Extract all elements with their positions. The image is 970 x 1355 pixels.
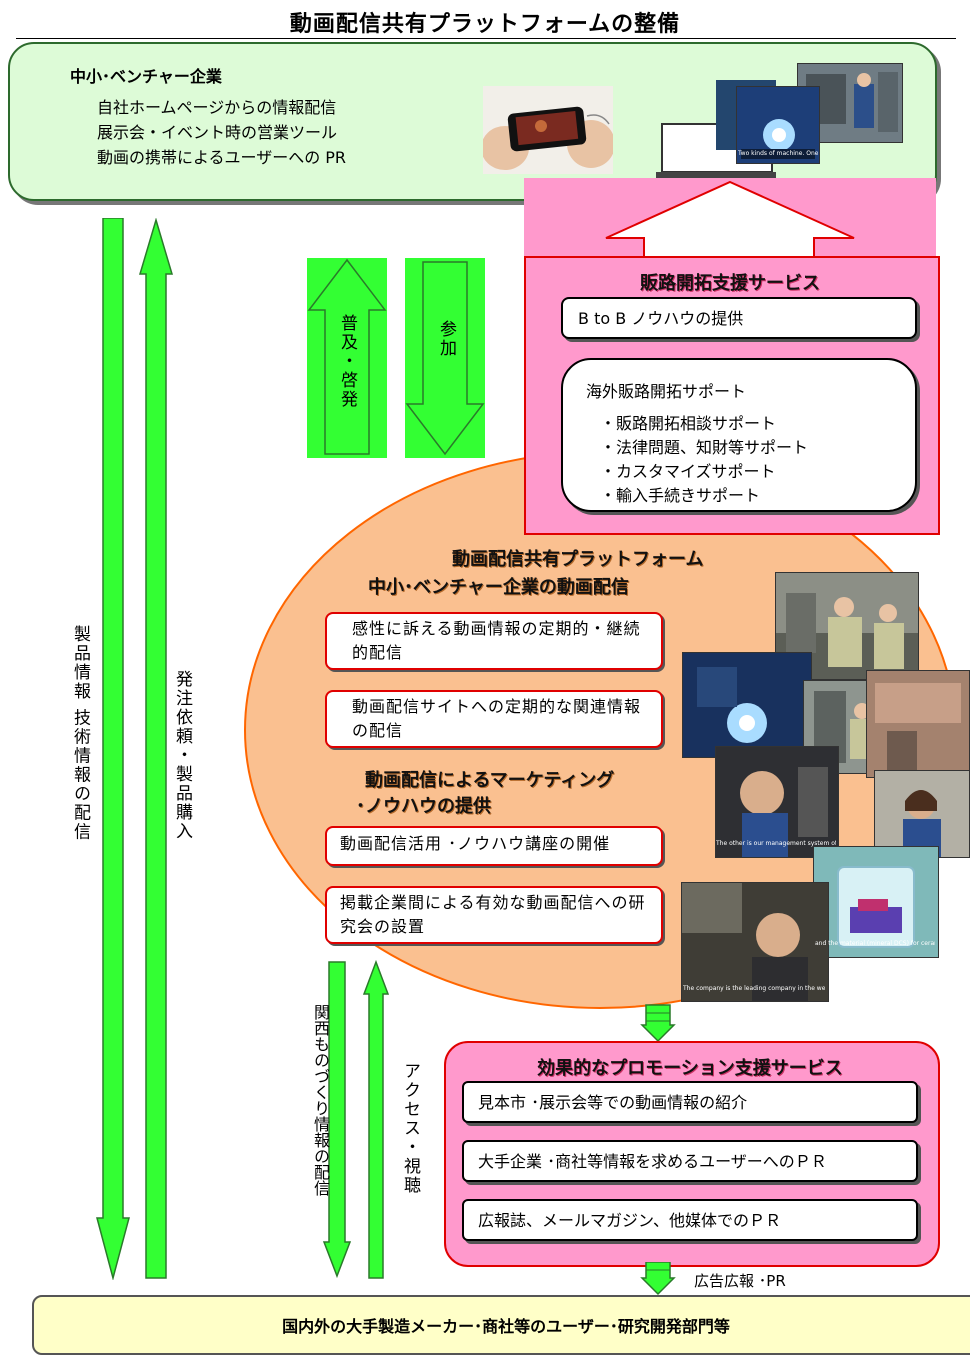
smartphone-hands-image	[483, 86, 613, 174]
office-worker-photo	[874, 770, 970, 858]
platform-item-1-box	[325, 612, 663, 670]
to-promotion-arrow	[640, 1004, 676, 1043]
title-underline	[16, 38, 956, 39]
marketing-item-2: 掲載企業間による有効な動画配信への研究会の設置	[340, 893, 646, 936]
overseas-title: 海外販路開拓サポート	[586, 382, 747, 401]
marketing-item-2-box	[325, 886, 663, 944]
overseas-support-box	[561, 358, 917, 512]
sme-line-1: 自社ホームページからの情報配信	[97, 98, 337, 117]
sme-line-3: 動画の携帯によるユーザーへの PR	[97, 148, 347, 167]
advertising-label: 広告広報 ･PR	[694, 1272, 786, 1290]
platform-subheading: 中小･ベンチャー企業の動画配信	[368, 577, 629, 598]
access-up-arrow	[362, 960, 390, 1279]
participation-label: 参加	[436, 320, 456, 358]
order-purchase-label: 発注依頼・製品購入	[172, 670, 192, 841]
marketing-item-1-box	[325, 826, 663, 866]
page-title: 動画配信共有プラットフォームの整備	[289, 12, 681, 37]
promotion-item-2: 大手企業 ･商社等情報を求めるユーザーへのＰＲ	[478, 1152, 827, 1171]
kansai-info-label: 関西ものづくり情報の配信	[311, 1004, 330, 1196]
promotion-item-1: 見本市 ･展示会等での動画情報の紹介	[478, 1093, 748, 1112]
promotion-item-2-box	[462, 1140, 918, 1182]
overseas-item-4: ・輸入手続きサポート	[600, 486, 761, 505]
participation-down-arrow	[405, 261, 485, 456]
promotion-item-3-box	[462, 1199, 918, 1241]
kansai-info-down-arrow	[322, 961, 352, 1279]
pink-up-arrow-background	[524, 178, 936, 258]
marketing-subheading: ･ノウハウの提供	[356, 796, 491, 817]
promotion-heading: 効果的なプロモーション支援サービス	[537, 1058, 843, 1079]
overseas-item-1: ・販路開拓相談サポート	[600, 414, 777, 433]
interview-photo	[681, 882, 829, 1002]
marketing-heading: 動画配信によるマーケティング	[365, 770, 615, 791]
product-info-down-arrow	[96, 218, 130, 1280]
promotion-item-1-box	[462, 1081, 918, 1123]
glass-product-photo	[813, 846, 939, 958]
sales-support-heading: 販路開拓支援サービス	[640, 273, 820, 294]
order-purchase-up-arrow	[138, 218, 174, 1279]
btob-box	[561, 297, 917, 339]
end-users-label: 国内外の大手製造メーカー･商社等のユーザー･研究開発部門等	[282, 1317, 730, 1336]
factory-photo-top-2	[736, 86, 820, 164]
platform-item-2-box	[325, 690, 663, 748]
sme-line-2: 展示会・イベント時の営業ツール	[97, 123, 338, 142]
product-info-label: 製品情報 技術情報の配信	[70, 625, 90, 842]
platform-item-2: 動画配信サイトへの定期的な関連情報の配信	[352, 697, 642, 740]
promotion-item-3: 広報誌、メールマガジン、他媒体でのＰＲ	[478, 1211, 782, 1230]
glass-caption: and the material (mineral DCS) for ceram…	[815, 940, 935, 947]
factory-photo-interior	[866, 670, 970, 778]
engineer-caption: The other is our management system of la…	[716, 840, 836, 847]
awareness-label: 普及・啓発	[337, 314, 357, 409]
welding-photo	[682, 652, 812, 758]
access-label: アクセス・視聴	[400, 1062, 420, 1195]
laptop-caption: Two kinds of machine. One is for welding…	[738, 150, 818, 157]
interview-caption: The company is the leading company in th…	[683, 985, 825, 992]
engineer-photo	[715, 746, 839, 858]
marketing-item-1: 動画配信活用 ･ノウハウ講座の開催	[340, 834, 611, 853]
platform-heading: 動画配信共有プラットフォーム	[452, 549, 704, 570]
awareness-up-arrow	[307, 258, 387, 455]
btob-label: B to B ノウハウの提供	[578, 309, 744, 328]
platform-item-1: 感性に訴える動画情報の定期的・継続的配信	[352, 619, 641, 662]
advertising-down-arrow	[640, 1262, 676, 1296]
sme-heading: 中小･ベンチャー企業	[70, 67, 222, 86]
overseas-item-2: ・法律問題、知財等サポート	[600, 438, 809, 457]
overseas-item-3: ・カスタマイズサポート	[600, 462, 776, 481]
